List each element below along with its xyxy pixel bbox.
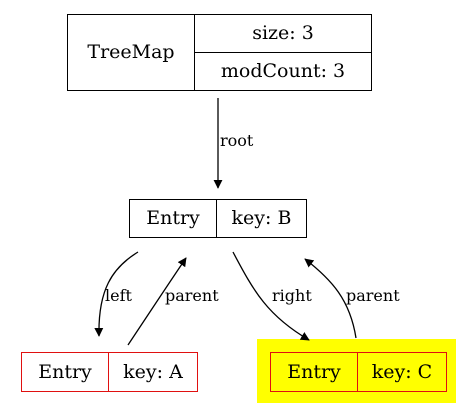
edge-parent-a-label: parent [165, 286, 219, 305]
entry-c-key: key: C [371, 360, 433, 383]
entry-b-label: Entry [130, 200, 217, 237]
entry-a-key: key: A [123, 360, 183, 383]
treemap-size: size: 3 [195, 15, 371, 53]
entry-c-label: Entry [271, 353, 358, 391]
entry-a-label: Entry [22, 353, 109, 391]
edge-right [232, 251, 310, 341]
entry-b-key: key: B [231, 207, 292, 229]
entry-node-b: Entry key: B [129, 199, 307, 238]
edge-right-label: right [272, 286, 312, 305]
entry-node-a: Entry key: A [21, 352, 198, 392]
treemap-label: TreeMap [68, 15, 195, 90]
treemap-modcount: modCount: 3 [220, 60, 346, 82]
entry-node-c: Entry key: C [270, 352, 447, 392]
edge-left [94, 251, 139, 337]
edge-left-label: left [105, 286, 133, 305]
edge-parent-c [304, 258, 357, 339]
edge-parent-c-label: parent [346, 286, 400, 305]
treemap-node: TreeMap size: 3 modCount: 3 [67, 14, 372, 91]
edge-parent-a [127, 257, 187, 346]
edge-root-label: root [220, 131, 254, 150]
